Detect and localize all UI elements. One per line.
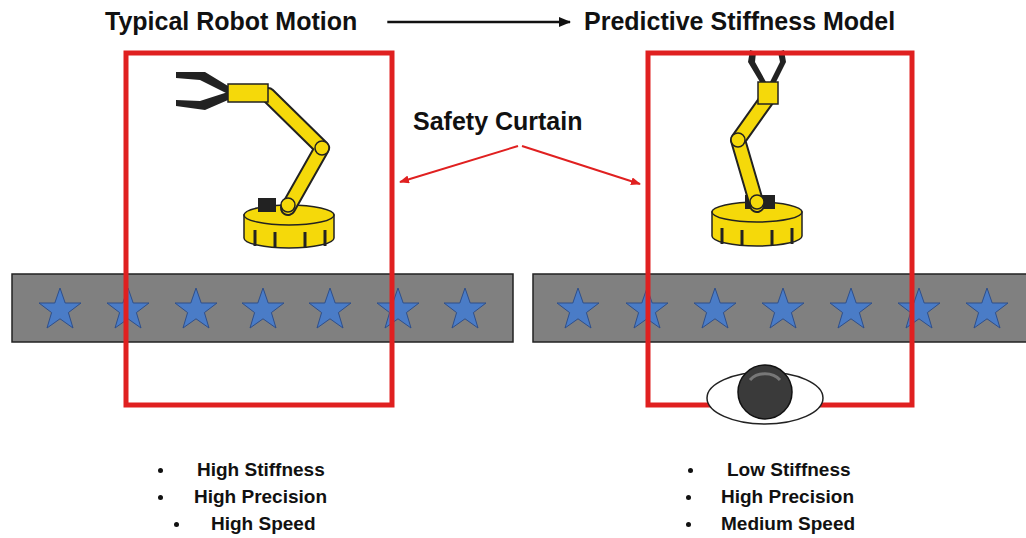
safety-curtain [126,53,392,405]
bullet-dot [158,468,163,473]
bullet-dot [688,468,693,473]
bullet-text: High Stiffness [197,458,325,482]
title-text-node: Typical Robot Motion [105,6,357,36]
bullet-dot [686,495,691,500]
bullet-text: High Precision [194,485,327,509]
stars [39,288,1008,328]
conveyor [533,274,1026,342]
leader-arrow [522,146,640,184]
bullet-text: High Speed [211,512,316,536]
flow-arrow [387,21,570,24]
bullet-text: High Precision [721,485,854,509]
bullet-text: Low Stiffness [727,458,851,482]
bullet-dot [174,522,179,527]
title-text-node: Predictive Stiffness Model [584,6,895,36]
conveyor [12,274,513,342]
robot-arm [712,50,802,246]
bullet-dot [158,495,163,500]
leader-arrow [400,146,518,182]
title-text: Predictive Stiffness Model [584,6,895,36]
bullet-text: Medium Speed [721,512,855,536]
safety-curtain [648,53,912,405]
bullet-dot [686,522,691,527]
callout-label: Safety Curtain [413,106,582,136]
robot-arm [176,72,334,248]
person-top-view [707,365,823,424]
title-text: Typical Robot Motion [105,6,357,36]
